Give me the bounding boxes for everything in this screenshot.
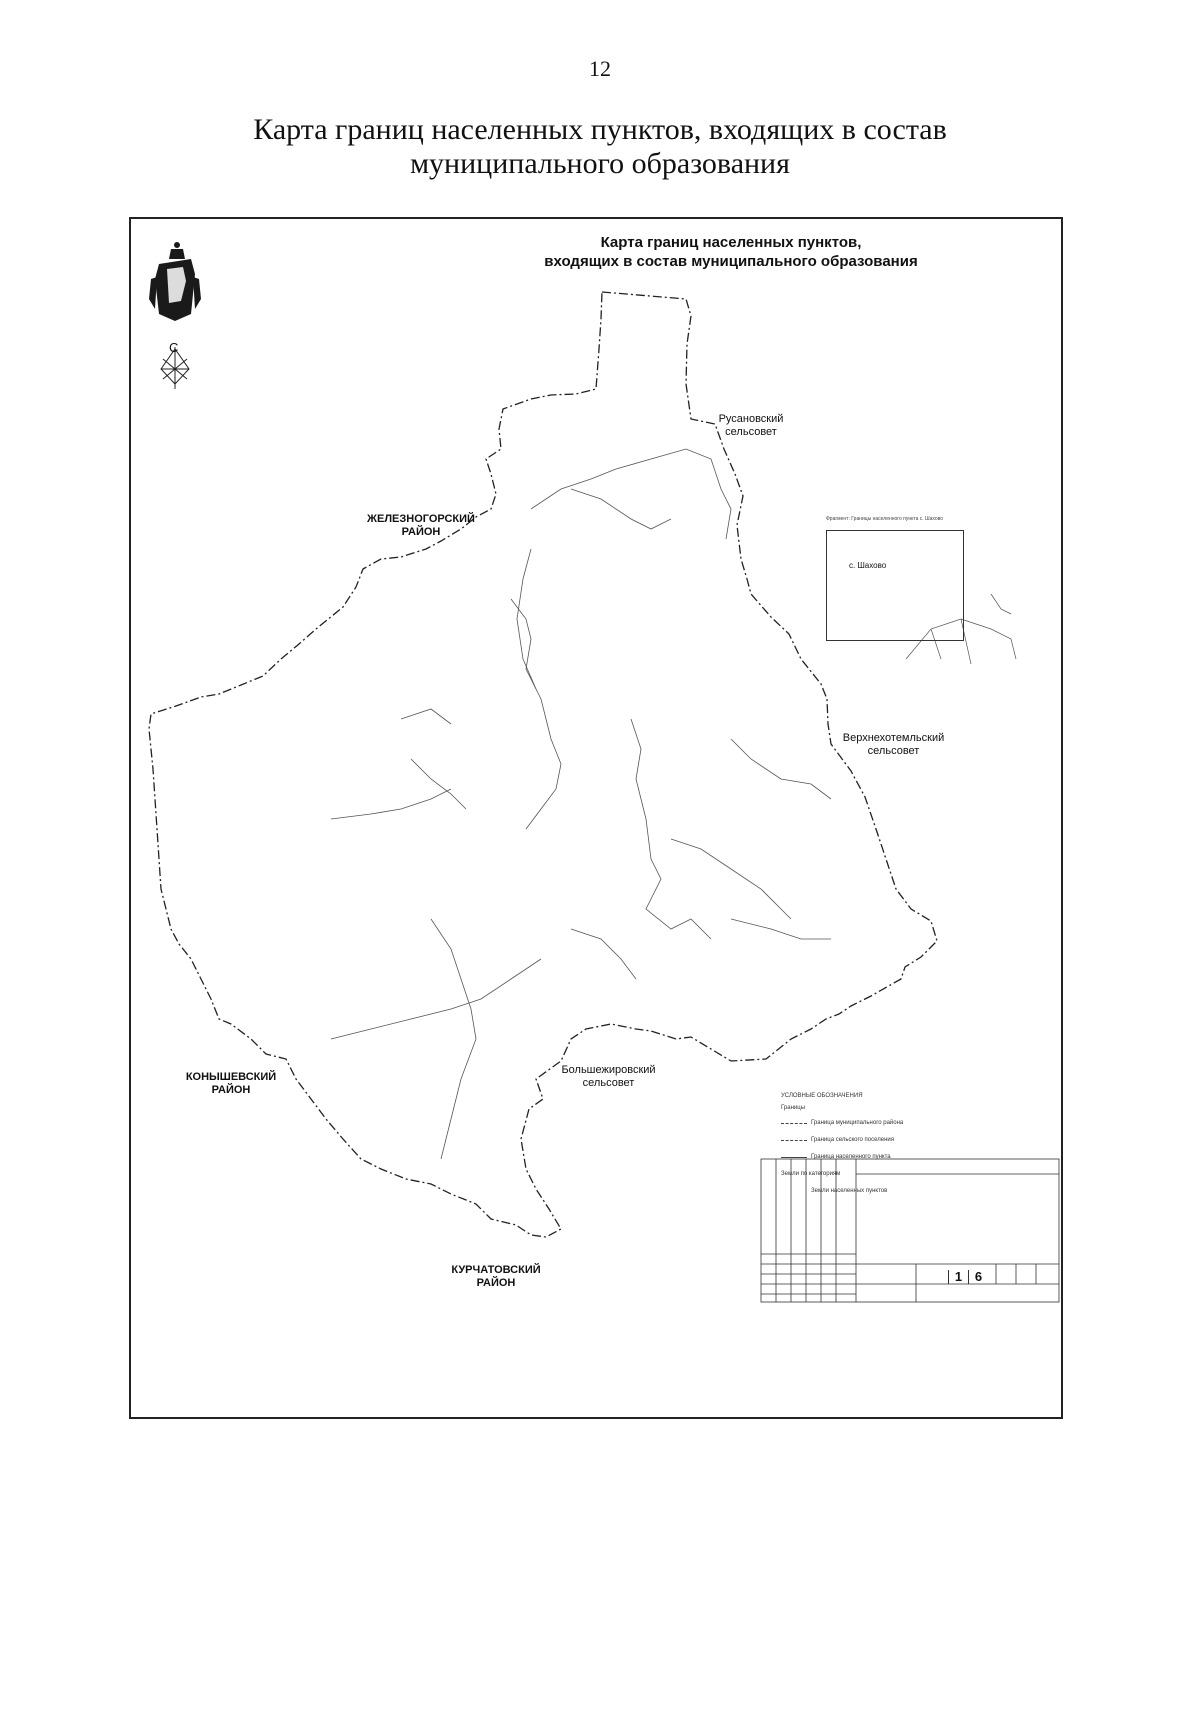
legend-item-4: Земли по категориям [781, 1171, 841, 1177]
region-label-bolshezhirovsky: Большежировский сельсовет [551, 1064, 666, 1090]
legend-row-1: Граница муниципального района [781, 1115, 951, 1132]
region-label-verkhnekhotemlsky-line-2: сельсовет [867, 745, 920, 757]
document-title-line-1: Карта границ населенных пунктов, входящи… [253, 113, 947, 146]
legend-row-3: Граница населенного пункта [781, 1149, 951, 1166]
document-title-line-2: муниципального образования [410, 147, 790, 180]
north-arrow-icon [160, 347, 190, 389]
region-label-zheleznogorsky-line-2: РАЙОН [401, 526, 441, 538]
region-label-konyshevsky-line-2: РАЙОН [211, 1084, 251, 1096]
legend-subtitle: Границы [781, 1105, 805, 1111]
region-label-rusanovsky: Русановский сельсовет [701, 413, 801, 439]
inset-label: с. Шахово [849, 561, 887, 570]
region-label-rusanovsky-line-2: сельсовет [725, 426, 777, 438]
inset-map: с. Шахово [826, 530, 964, 641]
legend-title: УСЛОВНЫЕ ОБОЗНАЧЕНИЯ [781, 1093, 863, 1099]
coat-of-arms-icon [149, 242, 201, 321]
region-label-kurchatovsky-line-1: КУРЧАТОВСКИЙ [451, 1264, 541, 1276]
sheet-count: 6 [968, 1270, 988, 1284]
legend-item-1: Граница муниципального района [811, 1120, 904, 1126]
map-title-line-2: входящих в состав муниципального образов… [544, 253, 918, 270]
map-title: Карта границ населенных пунктов, входящи… [451, 233, 1011, 271]
north-label: С [169, 340, 179, 355]
region-label-kurchatovsky-line-2: РАЙОН [476, 1277, 516, 1289]
inset-caption: Фрагмент: Границы населенного пункта с. … [826, 516, 944, 522]
map-frame: Карта границ населенных пунктов, входящи… [129, 217, 1063, 1419]
title-block-grid [760, 1158, 1060, 1303]
document-title: Карта границ населенных пунктов, входящи… [200, 113, 1000, 181]
page-number: 12 [589, 56, 611, 81]
region-label-zheleznogorsky-line-1: ЖЕЛЕЗНОГОРСКИЙ [367, 513, 475, 525]
inset-map-lines [905, 593, 1017, 665]
region-label-zheleznogorsky: ЖЕЛЕЗНОГОРСКИЙ РАЙОН [361, 513, 481, 539]
legend-item-5: Земли населенных пунктов [811, 1188, 888, 1194]
settlement-boundaries [330, 448, 832, 1160]
region-label-bolshezhirovsky-line-1: Большежировский [561, 1064, 656, 1076]
map-title-line-1: Карта границ населенных пунктов, [600, 234, 862, 251]
legend-swatch-1 [781, 1123, 807, 1124]
legend-swatch-2 [781, 1140, 807, 1141]
region-label-konyshevsky: КОНЫШЕВСКИЙ РАЙОН [176, 1071, 286, 1097]
sheet-number: 1 [948, 1270, 968, 1284]
municipality-boundary [148, 291, 938, 1238]
legend-swatch-3 [781, 1157, 807, 1158]
region-label-bolshezhirovsky-line-2: сельсовет [582, 1077, 635, 1089]
region-label-verkhnekhotemlsky: Верхнехотемльский сельсовет [831, 732, 956, 758]
region-label-verkhnekhotemlsky-line-1: Верхнехотемльский [842, 732, 945, 744]
map-drawing [148, 242, 1060, 1303]
legend-item-2: Граница сельского поселения [811, 1137, 895, 1143]
legend-row-2: Граница сельского поселения [781, 1132, 951, 1149]
sheet-numbers: 1 6 [948, 1270, 988, 1284]
legend: УСЛОВНЫЕ ОБОЗНАЧЕНИЯ Границы Граница мун… [781, 1091, 951, 1200]
legend-item-3: Граница населенного пункта [811, 1154, 891, 1160]
region-label-kurchatovsky: КУРЧАТОВСКИЙ РАЙОН [441, 1264, 551, 1290]
region-label-konyshevsky-line-1: КОНЫШЕВСКИЙ [185, 1071, 277, 1083]
region-label-rusanovsky-line-1: Русановский [718, 413, 784, 425]
